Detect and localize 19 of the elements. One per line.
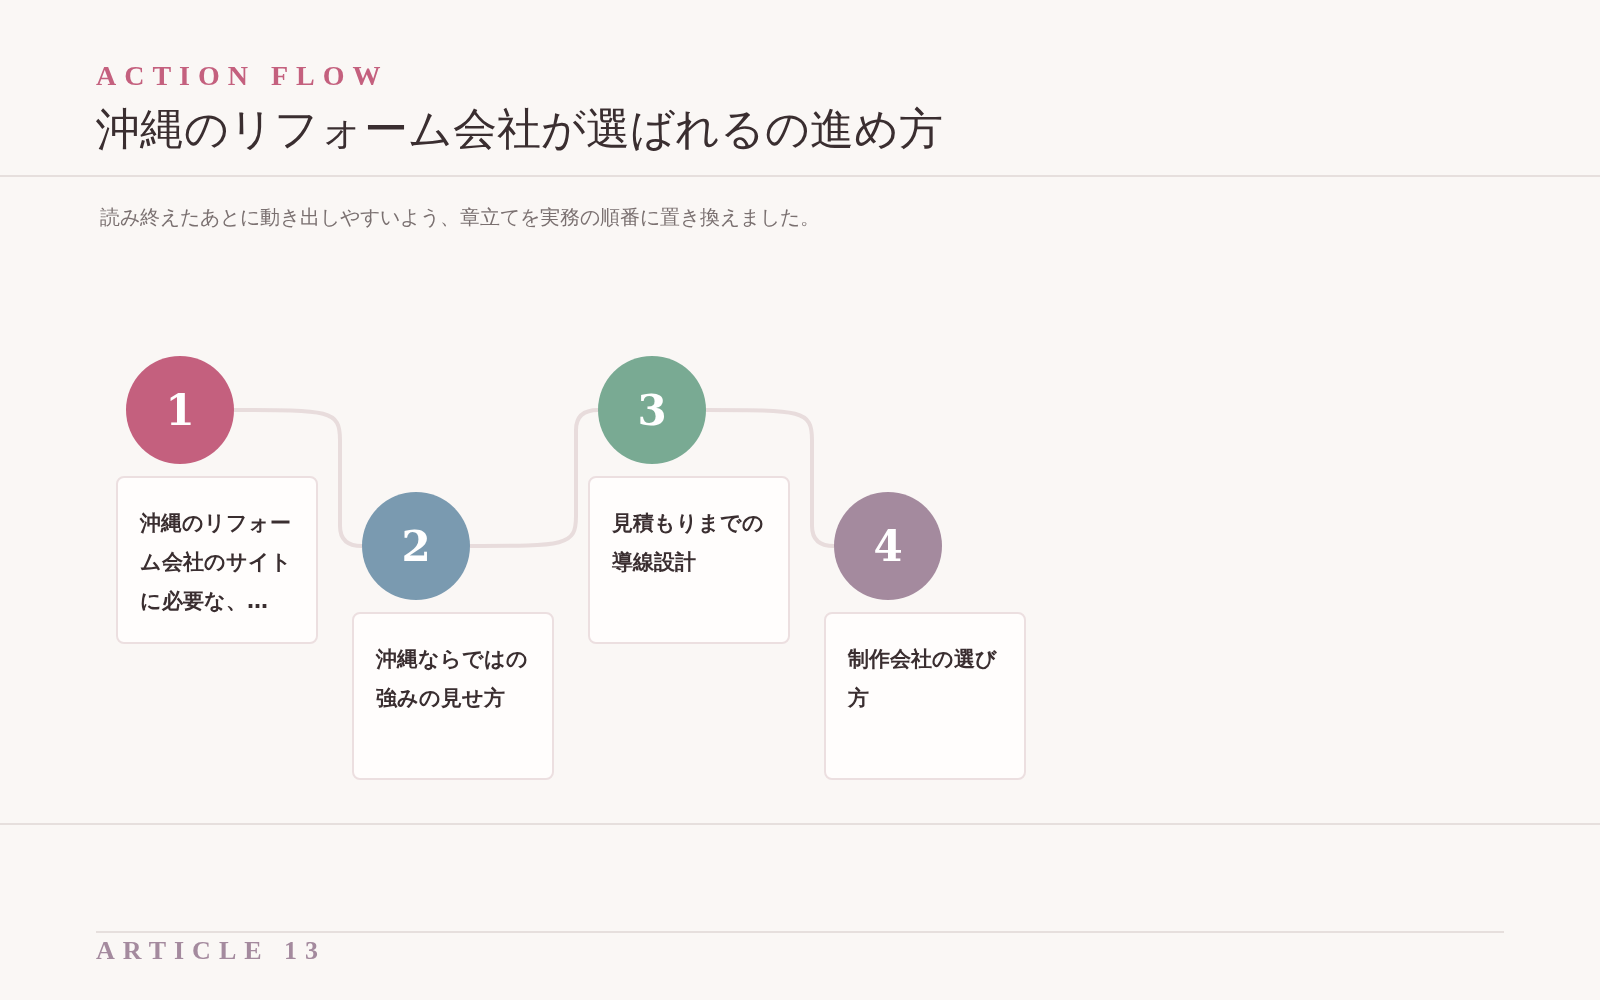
step-card	[116, 476, 318, 644]
step-card	[588, 476, 790, 644]
title: 沖縄のリフォーム会社が選ばれるの進め方	[96, 102, 943, 156]
step-title: 制作会社の選び方	[848, 646, 998, 712]
step-title: 沖縄ならではの強みの見せ方	[376, 646, 529, 712]
connector-curve	[704, 408, 836, 548]
step-number-circle: 3	[598, 356, 706, 464]
connector-curve	[232, 408, 364, 548]
subtitle: 読み終えたあとに動き出しやすいよう、章立てを実務の順番に置き換えました。	[100, 204, 820, 231]
step-title: 沖縄のリフォーム会社のサイトに必要な、…	[140, 510, 293, 615]
step-number-circle: 2	[362, 492, 470, 600]
step-title: 見積もりまでの導線設計	[612, 510, 765, 576]
step-card	[352, 612, 554, 780]
step-number-circle: 1	[126, 356, 234, 464]
step-card	[824, 612, 1026, 780]
connector-curve	[468, 408, 600, 548]
eyebrow-heading: ACTION FLOW	[96, 60, 389, 92]
step-number-circle: 4	[834, 492, 942, 600]
footer-text: ARTICLE 13	[96, 936, 327, 966]
